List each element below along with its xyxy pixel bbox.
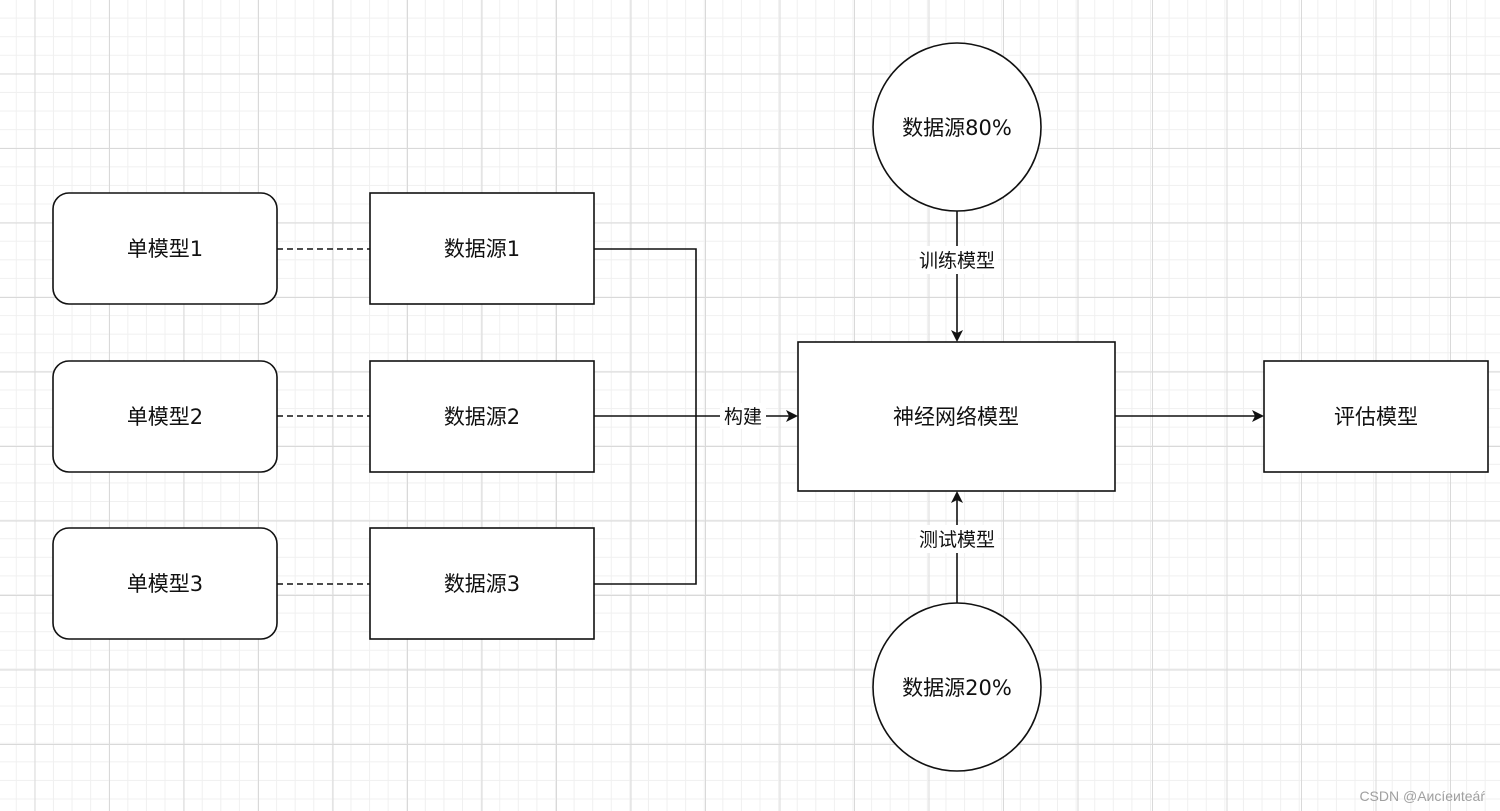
evaluate-model-label: 评估模型 xyxy=(1334,405,1418,429)
train-label-bg xyxy=(916,246,998,274)
watermark: CSDN @Aиcíeиteáŕ xyxy=(1359,788,1485,804)
data-source-2-node: 数据源2 xyxy=(369,360,595,473)
test-label-bg xyxy=(916,525,998,553)
build-label-bg xyxy=(720,403,766,429)
data-source-80-label: 数据源80% xyxy=(902,116,1012,140)
data-source-1-node: 数据源1 xyxy=(369,192,595,305)
train-model-label: 训练模型 xyxy=(919,250,995,272)
single-model-1-label: 单模型1 xyxy=(127,237,203,261)
data-source-3-node: 数据源3 xyxy=(369,527,595,640)
data-source-80-node: 数据源80% xyxy=(872,42,1042,212)
data-source-1-label: 数据源1 xyxy=(444,237,520,261)
data-source-20-node: 数据源20% xyxy=(872,602,1042,772)
single-model-2-label: 单模型2 xyxy=(127,405,203,429)
build-label: 构建 xyxy=(724,406,762,428)
data-source-3-label: 数据源3 xyxy=(444,572,520,596)
data-source-2-label: 数据源2 xyxy=(444,405,520,429)
evaluate-model-node: 评估模型 xyxy=(1263,360,1489,473)
test-model-label: 测试模型 xyxy=(919,529,995,551)
single-model-3-label: 单模型3 xyxy=(127,572,203,596)
neural-network-model-label: 神经网络模型 xyxy=(893,405,1019,429)
single-model-1-node: 单模型1 xyxy=(52,192,278,305)
data-source-20-label: 数据源20% xyxy=(902,676,1012,700)
single-model-3-node: 单模型3 xyxy=(52,527,278,640)
neural-network-model-node: 神经网络模型 xyxy=(797,341,1116,492)
single-model-2-node: 单模型2 xyxy=(52,360,278,473)
